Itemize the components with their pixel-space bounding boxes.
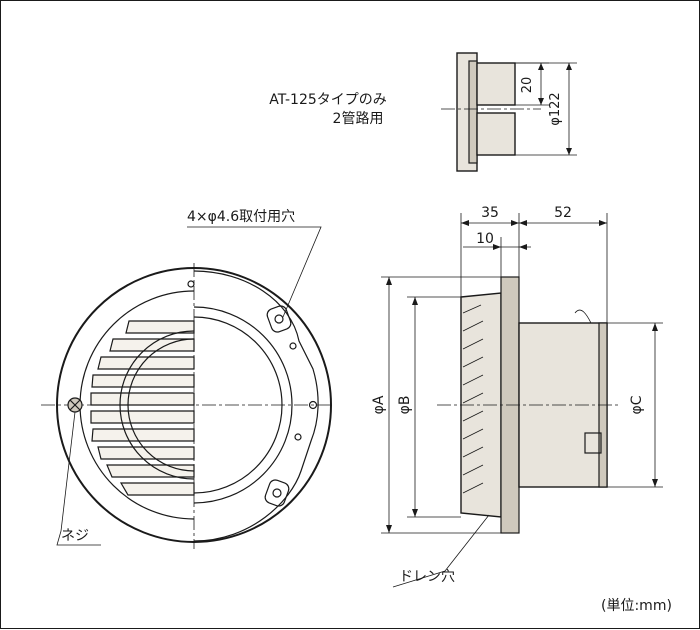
- dim-phi-c-label: φC: [629, 395, 645, 414]
- front-view: [41, 263, 332, 549]
- dim-phi122-label: φ122: [548, 92, 563, 125]
- leader-mount-holes: [187, 226, 322, 318]
- mount-hole-lower: [264, 479, 290, 507]
- dim-phi-b-label: φB: [397, 396, 413, 415]
- mount-hole-small-3: [294, 433, 302, 441]
- side-clip: [584, 432, 602, 454]
- front-mount-ring: [193, 270, 319, 542]
- note-two-pipe: 2管路用: [333, 111, 384, 127]
- dim-20-label: 20: [520, 77, 535, 94]
- mount-hole-small-4: [187, 280, 195, 288]
- dim-52-label: 52: [554, 205, 572, 221]
- two-pipe-adaptor-view: 20 φ122: [441, 52, 577, 172]
- mount-hole-small-2: [308, 400, 318, 410]
- note-drain-hole: ドレン穴: [399, 569, 455, 585]
- leader-drain-hole: [392, 514, 490, 588]
- leader-screw: [56, 411, 101, 546]
- adaptor-pipe-upper: [476, 62, 516, 106]
- note-screw: ネジ: [61, 528, 89, 544]
- mount-hole-small-1: [289, 342, 297, 350]
- note-at125-only: AT-125タイプのみ: [269, 92, 387, 108]
- front-opening-outer: [193, 306, 293, 504]
- adaptor-pipe-lower: [476, 112, 516, 156]
- dim-35-label: 35: [481, 205, 499, 221]
- note-unit: (単位:mm): [601, 598, 672, 614]
- adaptor-flange-inner: [468, 60, 478, 164]
- note-mount-holes: 4×φ4.6取付用穴: [187, 209, 295, 225]
- side-louver-ribs: [462, 304, 484, 494]
- side-view: φA φB φC 35 52 10: [371, 205, 663, 534]
- dim-10-label: 10: [476, 231, 494, 247]
- dim-phi-a-label: φA: [371, 395, 387, 414]
- mount-hole-upper: [266, 305, 292, 333]
